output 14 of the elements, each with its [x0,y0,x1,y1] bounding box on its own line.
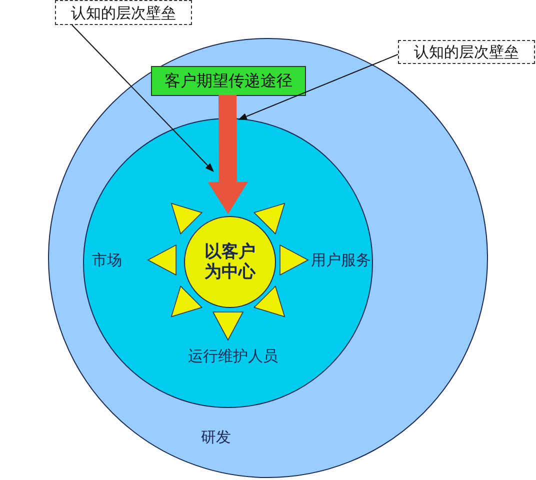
arrow [238,54,398,120]
box-text: 客户期望传递途径 [164,72,292,90]
circle-label: 以客户为中心 [204,242,257,282]
callout-box [398,40,535,64]
circle-label: 研发 [201,428,231,446]
label-box [151,66,306,96]
callout-box [55,0,192,25]
leader-line [72,24,214,172]
callout-text: 认知的层次壁垒 [414,43,519,61]
circle-label: 运行维护人员 [188,347,278,365]
callout-text: 认知的层次壁垒 [71,4,176,22]
circle-label: 用户服务 [311,251,371,269]
center-circle [184,216,276,308]
circle-label: 市场 [92,251,122,269]
